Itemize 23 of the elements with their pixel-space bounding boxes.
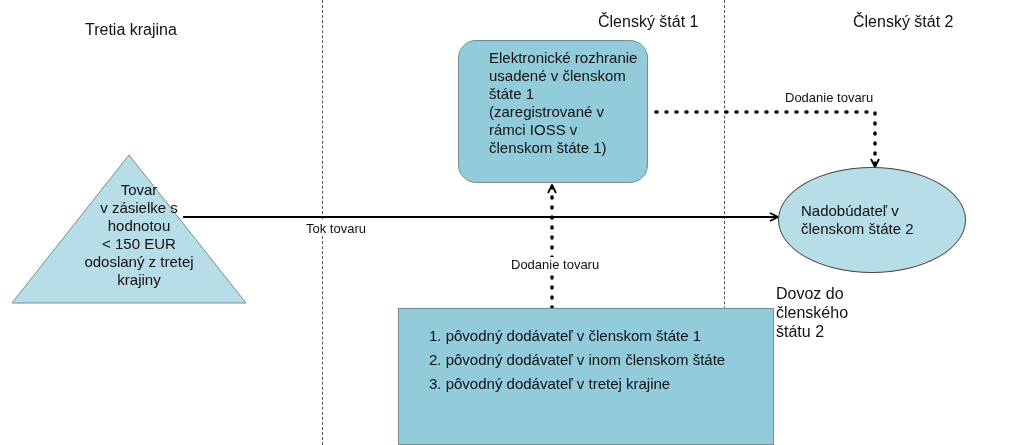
node-text: < 150 EUR bbox=[102, 235, 176, 253]
arrow bbox=[182, 212, 779, 222]
node-text: Tovar bbox=[120, 181, 158, 199]
node-text: 3. pôvodný dodávateľ v tretej krajine bbox=[429, 375, 672, 393]
region-heading: Tretia krajina bbox=[85, 20, 177, 39]
edge-label: Dodanie tovaru bbox=[510, 257, 601, 272]
node-text: 1. pôvodný dodávateľ v členskom štáte 1 bbox=[429, 327, 703, 345]
note-text: Dovoz do členského štátu 2 bbox=[776, 284, 850, 341]
node-text: Nadobúdateľ v členskom štáte 2 bbox=[801, 202, 915, 238]
triangle-shape bbox=[12, 155, 246, 303]
node-text: usadené v členskom štáte 1 (zaregistrované v rámci IOSS v členskom štáte 1) bbox=[489, 67, 627, 157]
node-text: Elektronické rozhranie bbox=[489, 49, 639, 67]
process-box bbox=[398, 308, 774, 445]
arrow bbox=[654, 110, 880, 169]
edge-label: Tok tovaru bbox=[305, 221, 367, 236]
node-text: odoslaný z tretej krajiny bbox=[83, 253, 195, 289]
node-text: 2. pôvodný dodávateľ v inom členskom štáte bbox=[429, 351, 727, 369]
rounded-box bbox=[458, 40, 648, 183]
region-heading: Členský štát 2 bbox=[853, 12, 954, 31]
edge-label: Dodanie tovaru bbox=[784, 90, 875, 105]
arrow bbox=[547, 183, 557, 310]
node-text: v zásielke s hodnotou bbox=[99, 199, 179, 235]
region-heading: Členský štát 1 bbox=[598, 12, 699, 31]
